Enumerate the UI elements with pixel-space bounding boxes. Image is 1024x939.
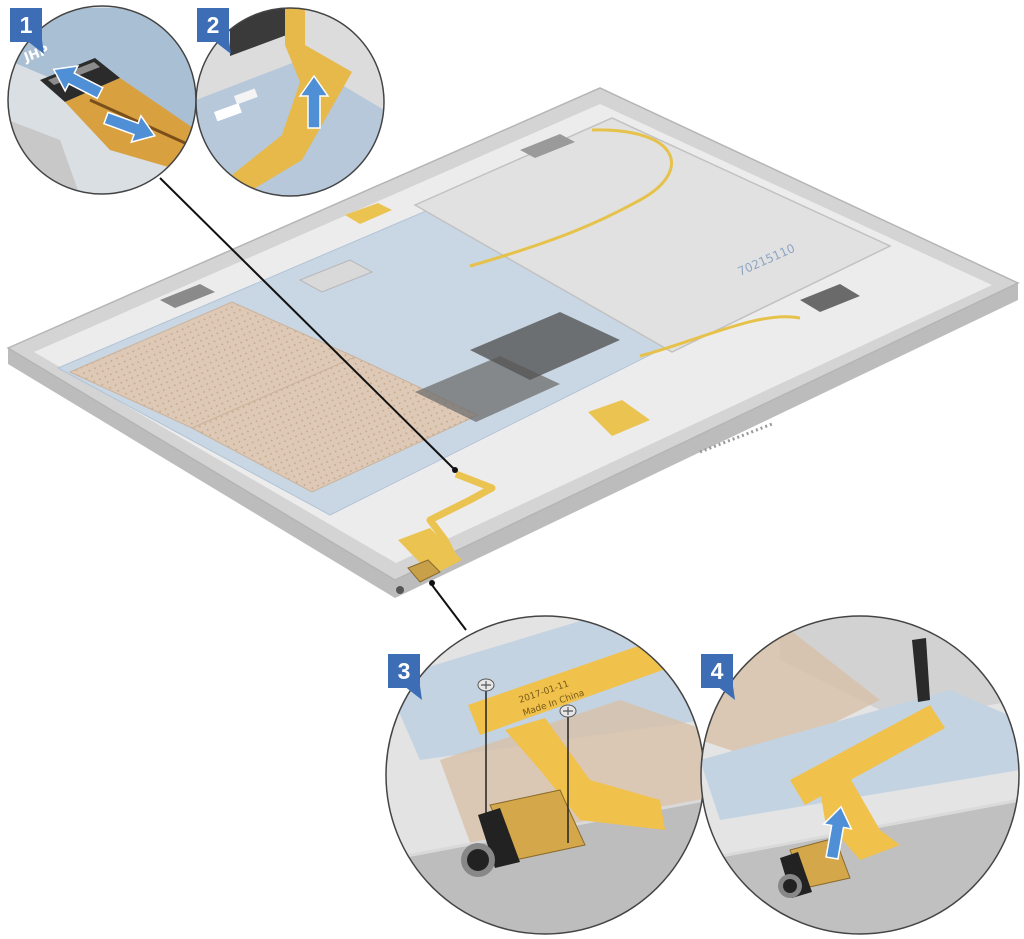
- audio-jack-port-inner: [467, 849, 489, 871]
- flex-cable-top: [345, 203, 392, 224]
- tablet-frame-side: [8, 283, 1018, 598]
- callout-circle-4: [700, 615, 1020, 935]
- callout-2-connector-a: [214, 103, 242, 122]
- audio-board-flex-branch: [505, 718, 665, 830]
- callout-2-border: [195, 7, 385, 197]
- speaker-module-right: [800, 284, 860, 312]
- step-badge-1: 1: [10, 8, 44, 54]
- processor-cover: [470, 312, 620, 380]
- callout-4-border: [700, 615, 1020, 935]
- audio-jack-port-inner: [783, 879, 797, 893]
- speaker-module-left: [160, 284, 215, 308]
- audio-board-flex-branch: [820, 778, 900, 860]
- audio-jack-port: [396, 586, 404, 594]
- step-number: 3: [398, 658, 411, 684]
- step-badge-3: 3: [388, 654, 422, 700]
- step-number: 1: [20, 12, 33, 38]
- audio-jack-housing: [780, 852, 812, 898]
- callout-anchor-dot-3: [429, 580, 435, 586]
- camera-module: [520, 134, 575, 158]
- screw-icon: [477, 678, 495, 692]
- callout-leader-line-3: [431, 584, 467, 631]
- wlan-card: [298, 259, 374, 293]
- step-number: 2: [207, 12, 220, 38]
- step-badge-4: 4: [701, 654, 735, 700]
- callout-circle-2: [195, 7, 385, 197]
- callout-leader-line-1: [159, 177, 456, 471]
- callout-circle-3: 2017-01-11 Made In China: [385, 615, 705, 935]
- audio-jack-bracket: [407, 559, 441, 583]
- step-badge-2: 2: [197, 8, 231, 54]
- audio-jack-housing: [478, 808, 520, 868]
- battery-cable: [469, 128, 673, 268]
- audio-board-flex: [790, 705, 945, 805]
- audio-board: [398, 528, 462, 575]
- callout-2-connector-b: [233, 88, 258, 105]
- step-number: 4: [711, 658, 724, 684]
- callout-4-frame: [701, 800, 1019, 934]
- screw-icon: [559, 704, 577, 718]
- callout-anchor-dot-1: [452, 467, 458, 473]
- callout-2-component: [230, 8, 300, 56]
- callout-3-frame: [386, 800, 704, 934]
- callout-circle-1: JHP: [7, 5, 197, 195]
- antenna-cable: [639, 315, 801, 358]
- audio-board-flex: [468, 628, 704, 735]
- flex-cable-right: [588, 400, 650, 436]
- flex-cable-tail: [912, 638, 930, 702]
- flex-cable: [232, 8, 352, 190]
